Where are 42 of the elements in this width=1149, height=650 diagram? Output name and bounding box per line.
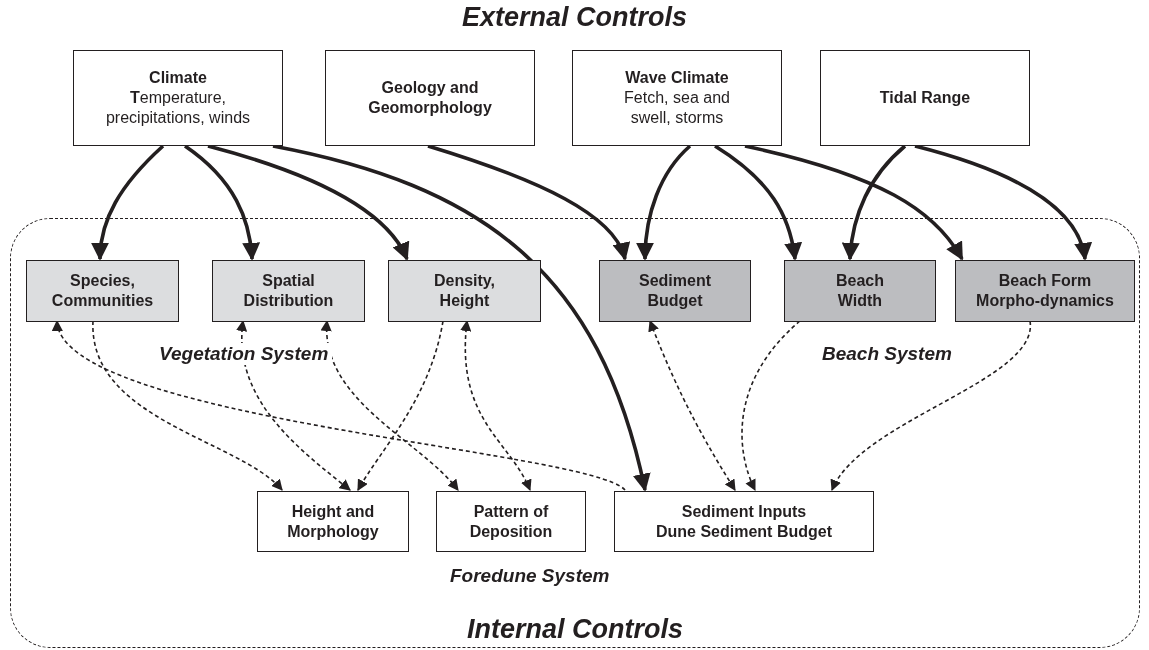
control-box (325, 50, 535, 146)
arrow (636, 144, 692, 261)
box-text: Dune Sediment Budget (656, 521, 832, 542)
box-text: Fetch, sea and swell, storms (623, 88, 731, 128)
box-title: Sediment Inputs (681, 501, 807, 522)
foredune-box (436, 491, 586, 552)
foredune-box (614, 491, 874, 552)
control-box (572, 50, 782, 146)
arrow (741, 320, 801, 492)
box-title: Height and Morphology (286, 501, 380, 542)
vegetation-box (388, 260, 541, 322)
arrow (91, 144, 165, 261)
beach-box (784, 260, 936, 322)
box-title: Pattern of Deposition (468, 501, 554, 542)
box-title: Spatial Distribution (242, 271, 335, 311)
vegetation-box (26, 260, 179, 322)
box-title: Species, Communities (50, 271, 155, 311)
control-box (73, 50, 283, 146)
arrow (427, 144, 629, 261)
arrow (207, 144, 409, 261)
box-title: Wave Climate (625, 68, 729, 88)
control-box (820, 50, 1030, 146)
box-title: Beach Width (835, 271, 885, 311)
box-title: Geology and Geomorphology (367, 78, 493, 118)
beach-box (599, 260, 751, 322)
arrow (831, 320, 1031, 491)
box-title: Beach Form Morpho-dynamics (975, 271, 1115, 311)
box-title: Tidal Range (879, 88, 971, 108)
group-title: Internal Controls (467, 614, 683, 645)
box-title: Density, Height (432, 271, 497, 311)
box-title: Sediment Budget (638, 271, 712, 311)
vegetation-box (212, 260, 365, 322)
diagram-title: External Controls (460, 2, 688, 33)
arrow (914, 144, 1091, 261)
arrow (842, 144, 907, 261)
arrow (714, 144, 802, 261)
arrow (744, 144, 964, 261)
foredune-box (257, 491, 409, 552)
arrow (183, 144, 260, 261)
beach-box (955, 260, 1135, 322)
box-text: Temperature, precipitations, winds (104, 88, 252, 128)
box-title: Climate (149, 68, 207, 88)
